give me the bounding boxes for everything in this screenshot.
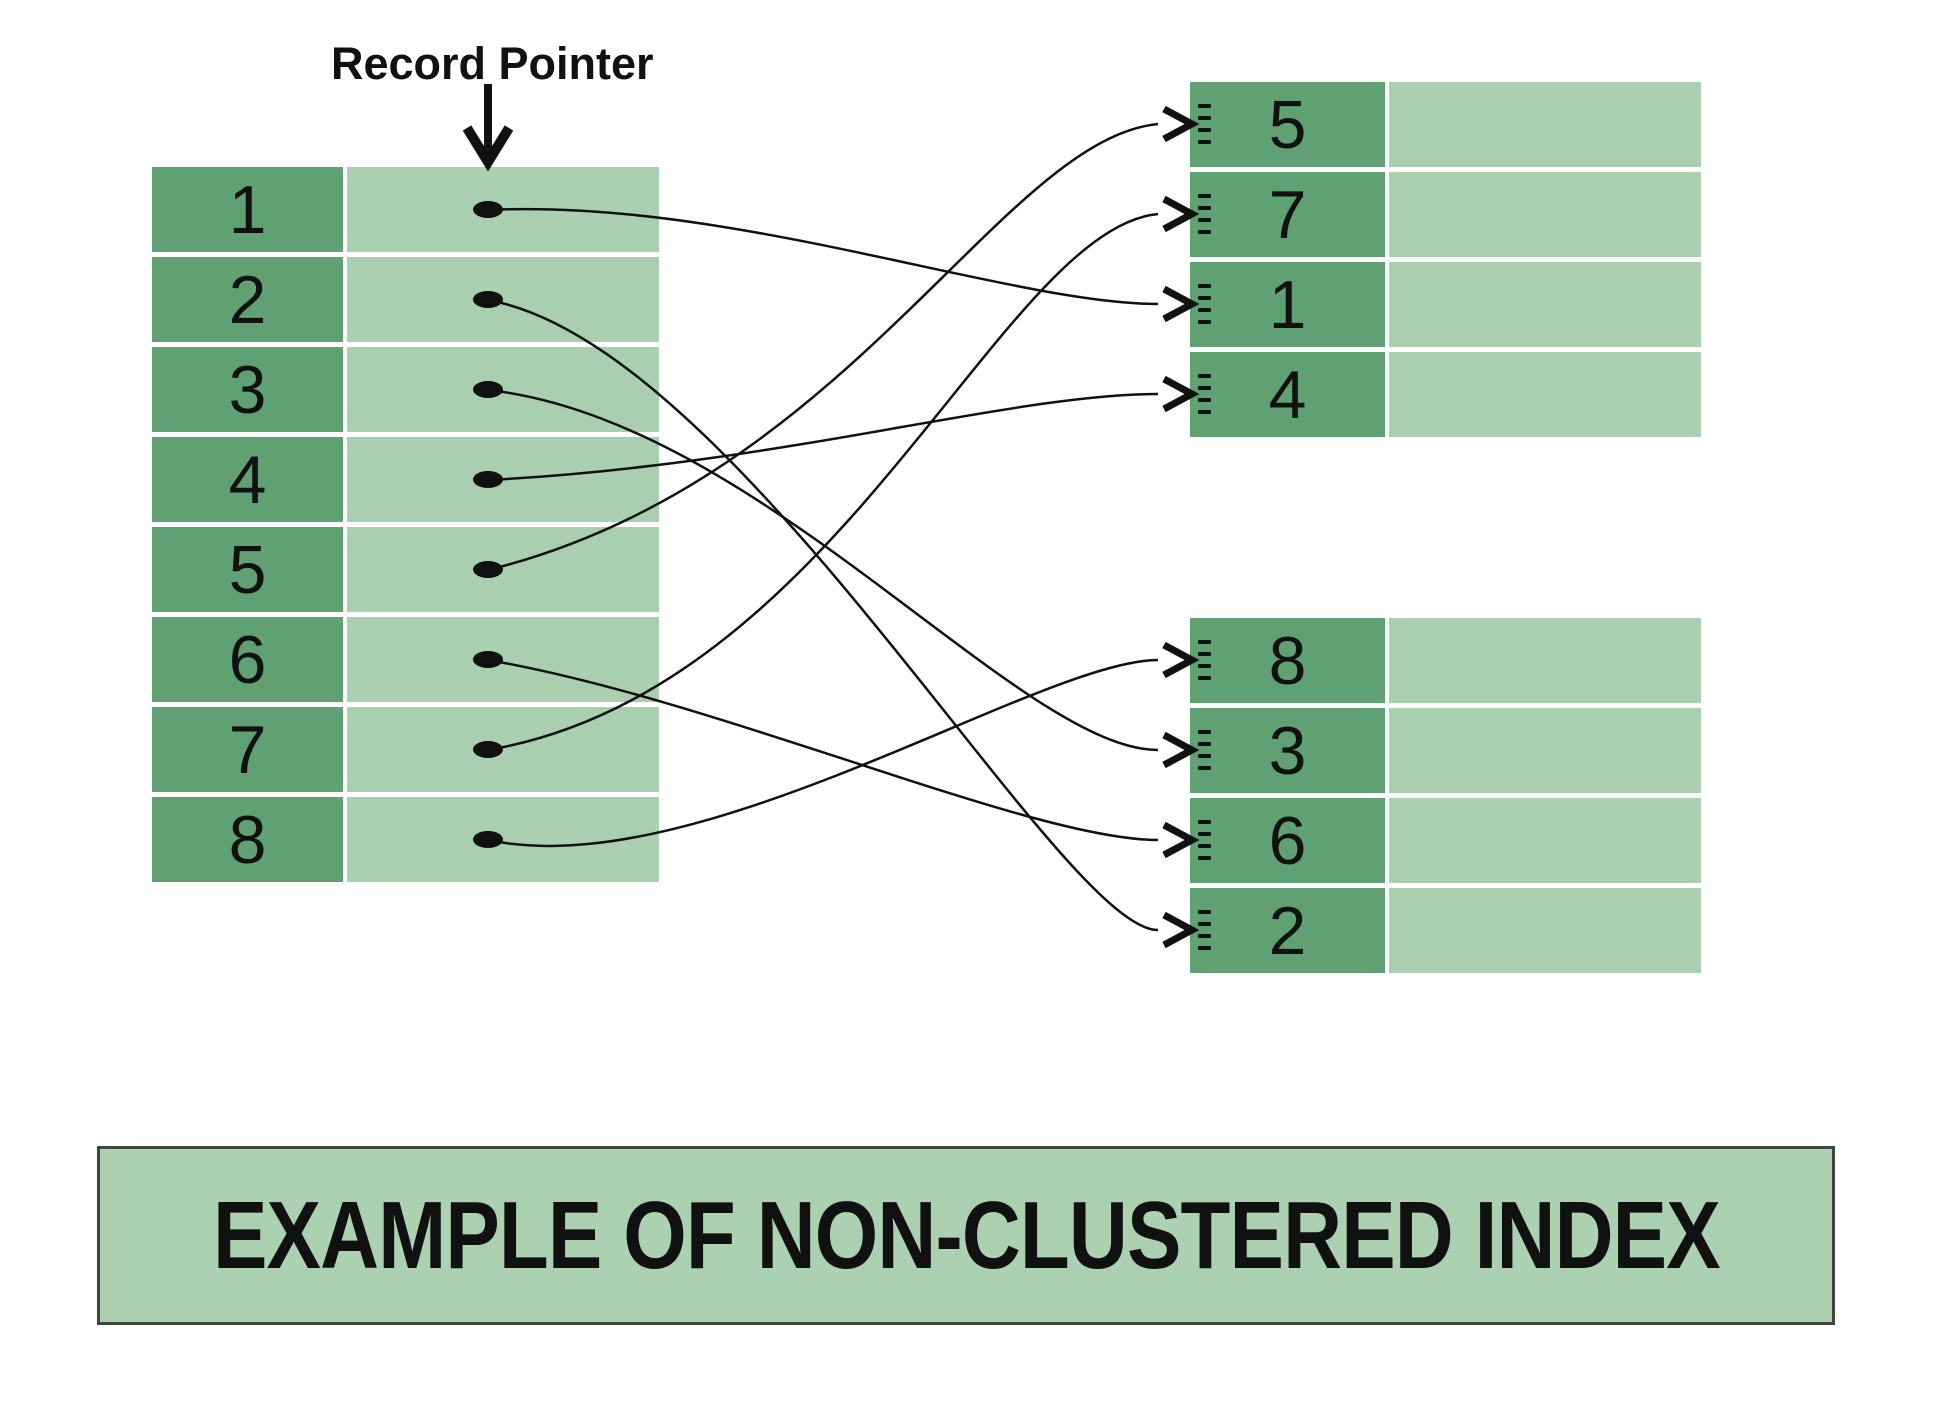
record-pointer-dot [473,201,503,218]
row-tick-marks [1198,730,1212,770]
table-row: 4 [1190,352,1701,437]
table-row: 8 [1190,618,1701,703]
row-tick-marks [1198,104,1212,144]
row-tick-marks [1198,910,1212,950]
key-cell: 6 [152,617,343,702]
index-table: 1 2 3 4 5 6 7 8 [152,167,659,882]
record-pointer-dot [473,471,503,488]
record-pointer-down-arrow [462,84,514,172]
pointer-cell [347,617,659,702]
table-row: 8 [152,797,659,882]
key-cell: 2 [1190,888,1385,973]
table-row: 3 [152,347,659,432]
pointer-cell [347,707,659,792]
key-value: 7 [1268,176,1307,253]
data-cell [1389,82,1701,167]
pointer-cell [347,437,659,522]
record-pointer-dot [473,741,503,758]
key-cell: 1 [152,167,343,252]
pointer-cell [347,257,659,342]
data-page-table-top: 5 7 1 4 [1190,82,1701,437]
row-tick-marks [1198,374,1212,414]
table-row: 5 [152,527,659,612]
table-row: 1 [152,167,659,252]
data-page-table-bottom: 8 3 6 2 [1190,618,1701,973]
key-cell: 8 [1190,618,1385,703]
data-cell [1389,352,1701,437]
key-cell: 8 [152,797,343,882]
record-pointer-dot [473,561,503,578]
pointer-cell [347,527,659,612]
row-tick-marks [1198,640,1212,680]
table-row: 2 [152,257,659,342]
key-cell: 7 [1190,172,1385,257]
key-cell: 5 [1190,82,1385,167]
record-pointer-dot [473,831,503,848]
key-value: 8 [1268,622,1307,699]
arrowhead-to-4 [1162,375,1200,413]
record-pointer-label: Record Pointer [331,38,654,89]
key-value: 4 [1268,356,1307,433]
key-cell: 3 [152,347,343,432]
title-banner-text: EXAMPLE OF NON-CLUSTERED INDEX [212,1181,1721,1289]
record-pointer-dot [473,651,503,668]
key-cell: 2 [152,257,343,342]
row-tick-marks [1198,194,1212,234]
arrowheads [1162,105,1200,949]
row-tick-marks [1198,820,1212,860]
record-pointer-dot [473,381,503,398]
key-value: 6 [1268,802,1307,879]
table-row: 3 [1190,708,1701,793]
key-cell: 4 [152,437,343,522]
data-cell [1389,798,1701,883]
key-cell: 6 [1190,798,1385,883]
data-cell [1389,262,1701,347]
key-value: 5 [1268,86,1307,163]
pointer-cell [347,167,659,252]
title-banner: EXAMPLE OF NON-CLUSTERED INDEX [97,1146,1835,1325]
table-row: 6 [1190,798,1701,883]
arrowhead-to-8 [1162,641,1200,679]
table-row: 4 [152,437,659,522]
key-cell: 3 [1190,708,1385,793]
table-row: 1 [1190,262,1701,347]
key-cell: 7 [152,707,343,792]
arrowhead-to-3 [1162,731,1200,769]
key-cell: 5 [152,527,343,612]
table-row: 6 [152,617,659,702]
arrowhead-to-5 [1162,105,1200,143]
key-value: 1 [1268,266,1307,343]
key-cell: 1 [1190,262,1385,347]
key-value: 3 [1268,712,1307,789]
key-value: 2 [1268,892,1307,969]
pointer-cell [347,347,659,432]
pointer-cell [347,797,659,882]
table-row: 7 [1190,172,1701,257]
table-row: 2 [1190,888,1701,973]
record-pointer-dot [473,291,503,308]
data-cell [1389,618,1701,703]
arrowhead-to-6 [1162,821,1200,859]
arrowhead-to-2 [1162,911,1200,949]
data-cell [1389,708,1701,793]
data-cell [1389,172,1701,257]
arrowhead-to-7 [1162,195,1200,233]
table-row: 5 [1190,82,1701,167]
data-cell [1389,888,1701,973]
table-row: 7 [152,707,659,792]
arrowhead-to-1 [1162,285,1200,323]
row-tick-marks [1198,284,1212,324]
key-cell: 4 [1190,352,1385,437]
